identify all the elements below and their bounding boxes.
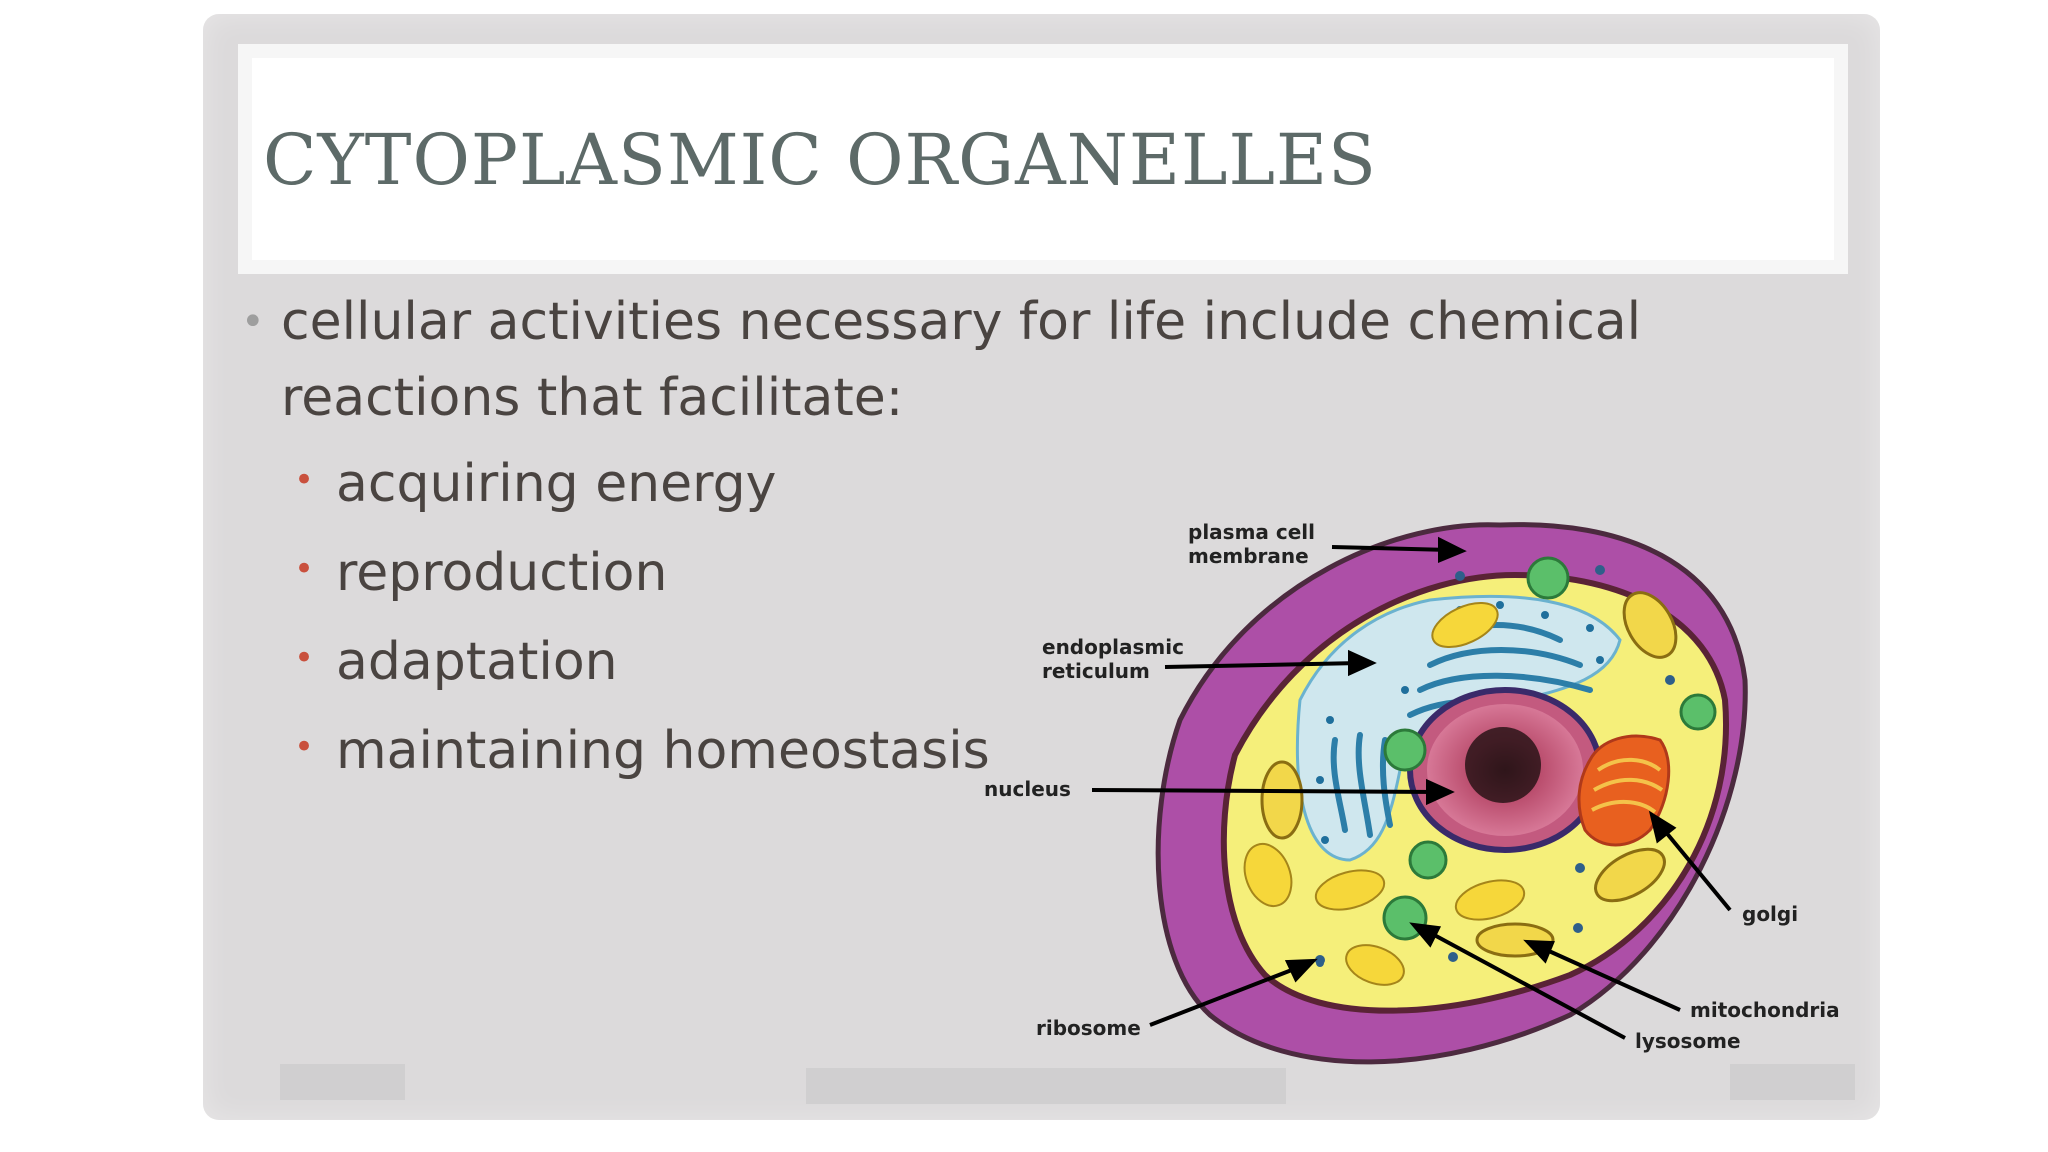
label-nucleus: nucleus — [984, 777, 1071, 801]
endoplasmic-reticulum — [1296, 594, 1622, 862]
label-golgi: golgi — [1742, 902, 1799, 926]
bullet-dot-icon: • — [294, 549, 315, 589]
main-bullet-line-2: reactions that facilitate: — [281, 368, 904, 428]
sub-bullet-adaptation: • adaptation — [294, 632, 618, 692]
footer-page-placeholder — [1730, 1064, 1855, 1100]
sub-bullet-text: adaptation — [336, 632, 618, 692]
golgi-apparatus — [1577, 734, 1671, 847]
bullet-dot-icon: • — [294, 727, 315, 767]
sub-bullet-text: acquiring energy — [336, 454, 777, 514]
footer-text-placeholder — [806, 1068, 1286, 1104]
sub-bullet-text: maintaining homeostasis — [336, 721, 990, 781]
nucleus — [1407, 687, 1603, 853]
slide-title: CYTOPLASMIC ORGANELLES — [263, 119, 1378, 201]
sub-bullet-text: reproduction — [336, 543, 668, 603]
vesicles — [1243, 601, 1526, 986]
label-lysosome: lysosome — [1635, 1029, 1741, 1053]
label-endoplasmic-reticulum: endoplasmic reticulum — [1042, 635, 1184, 683]
label-plasma-cell-membrane: plasma cell membrane — [1188, 520, 1316, 568]
main-bullet-line-1: cellular activities necessary for life i… — [281, 292, 1642, 352]
bullet-dot-icon: • — [241, 299, 265, 345]
sub-bullet-reproduction: • reproduction — [294, 543, 668, 603]
title-band — [238, 44, 1848, 274]
label-ribosome: ribosome — [1036, 1016, 1141, 1040]
bullet-dot-icon: • — [294, 460, 315, 500]
main-bullet: • cellular activities necessary for life… — [241, 284, 1880, 436]
ribosomes — [1315, 565, 1675, 967]
footer-date-placeholder — [280, 1064, 405, 1100]
bullet-dot-icon: • — [294, 638, 315, 678]
label-pointers — [1091, 536, 1732, 1040]
mitochondria — [1260, 591, 1678, 958]
sub-bullet-homeostasis: • maintaining homeostasis — [294, 721, 990, 781]
label-mitochondria: mitochondria — [1690, 998, 1840, 1022]
sub-bullet-acquiring-energy: • acquiring energy — [294, 454, 777, 514]
